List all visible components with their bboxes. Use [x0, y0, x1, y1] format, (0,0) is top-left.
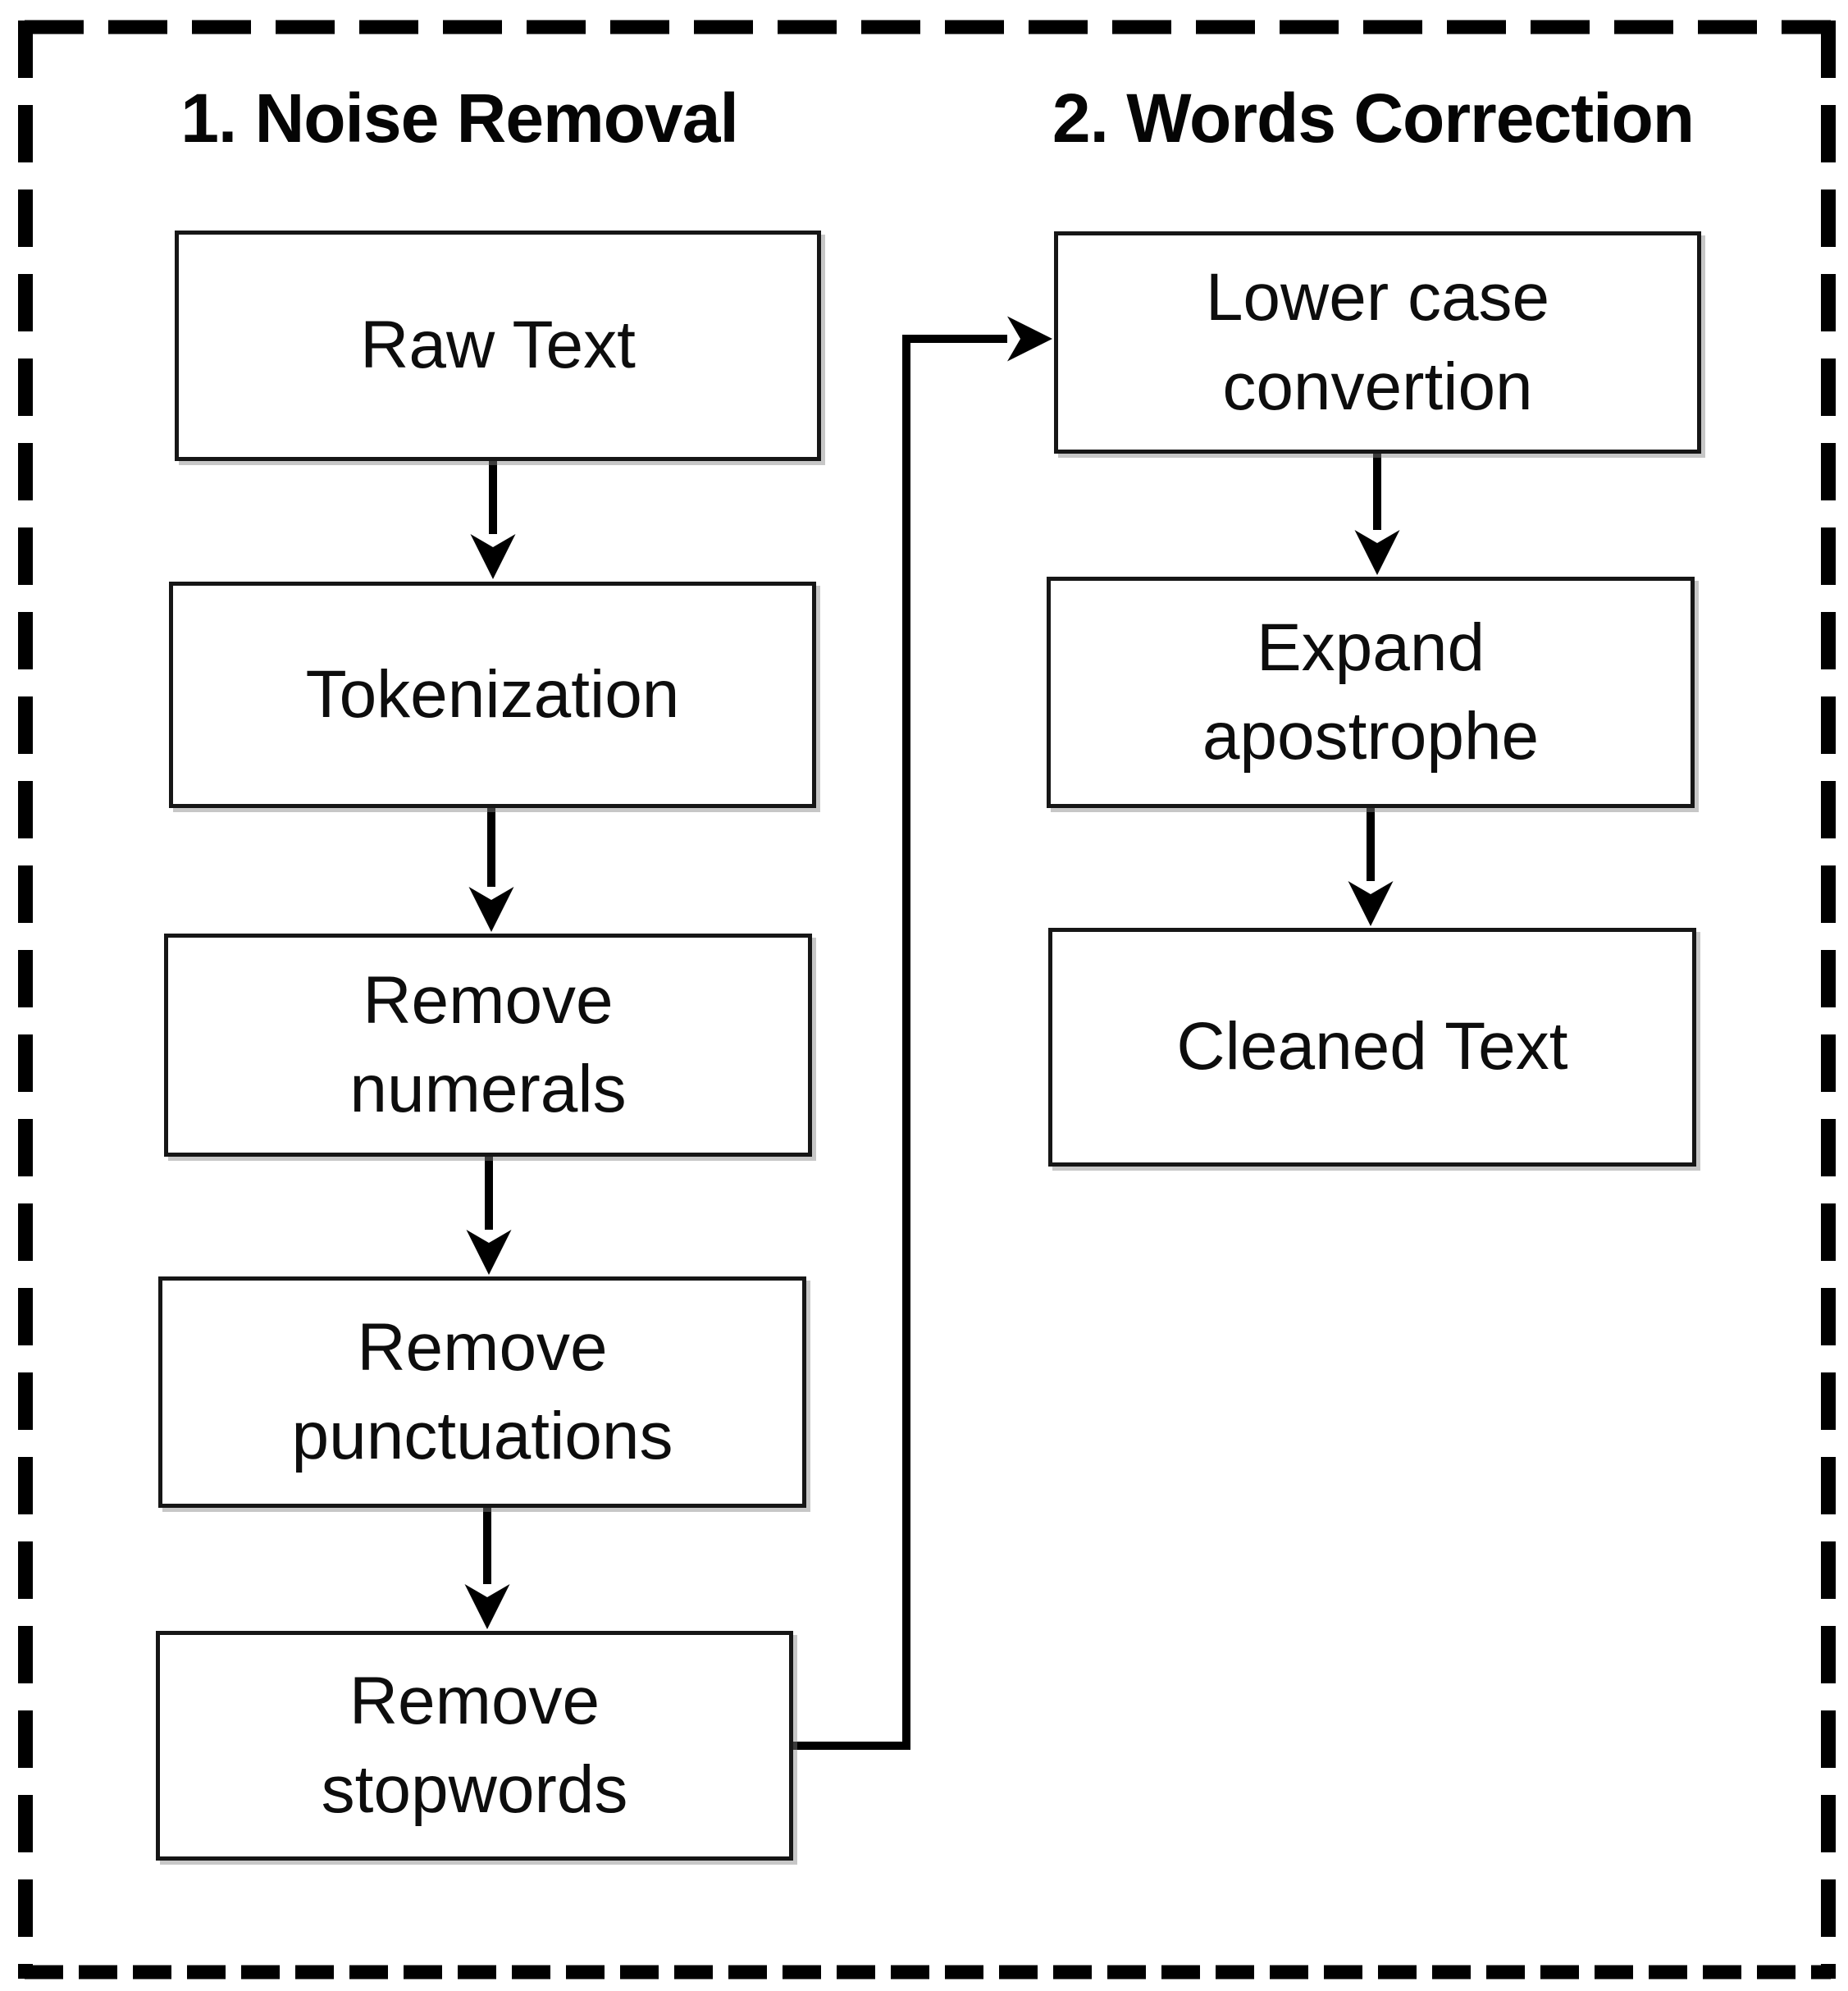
node-expand-apostrophe: Expand apostrophe: [1047, 577, 1695, 808]
section-title-words-correction: 2. Words Correction: [1052, 80, 1695, 157]
node-label: Remove stopwords: [321, 1663, 628, 1827]
node-remove-numerals: Remove numerals: [164, 934, 812, 1157]
section-title-noise-removal: 1. Noise Removal: [180, 80, 739, 157]
node-remove-punctuations: Remove punctuations: [158, 1276, 806, 1508]
node-tokenization: Tokenization: [169, 582, 816, 808]
node-label: Lower case convertion: [1205, 260, 1550, 424]
node-label: Expand apostrophe: [1202, 610, 1540, 774]
node-label: Tokenization: [305, 656, 680, 732]
dashed-frame: [18, 20, 1836, 1980]
node-lower-case-convertion: Lower case convertion: [1054, 231, 1701, 454]
node-label: Raw Text: [360, 308, 636, 383]
node-label: Remove punctuations: [291, 1309, 673, 1473]
node-cleaned-text: Cleaned Text: [1048, 928, 1696, 1167]
node-remove-stopwords: Remove stopwords: [156, 1631, 793, 1861]
node-label: Remove numerals: [349, 962, 627, 1126]
node-raw-text: Raw Text: [175, 231, 821, 461]
connector-remove-stopwords-to-lowercase: [793, 316, 1052, 1750]
node-label: Cleaned Text: [1176, 1009, 1568, 1085]
